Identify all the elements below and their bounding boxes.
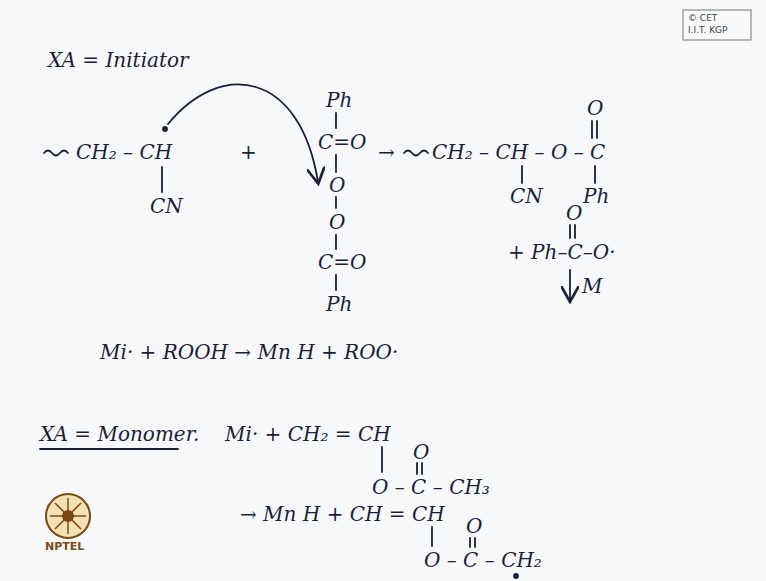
formula-text: Mi· + CH₂ = CH	[225, 422, 391, 446]
formula-text: O – C – CH₂	[424, 548, 542, 572]
formula-text: CH₂ – CH	[76, 140, 172, 164]
carbonyl-oxygen: O	[566, 201, 582, 225]
logo-text: NPTEL	[45, 540, 84, 553]
plus-sign: +	[240, 140, 257, 164]
peroxide-oxygen: O	[329, 173, 345, 197]
heading-note: XA = Monomer.	[40, 422, 199, 446]
logo-emblem	[46, 494, 90, 538]
reaction-equation: Mi· + ROOH → Mn H + ROO·	[100, 340, 398, 364]
heading-note: XA = Initiator	[48, 48, 189, 72]
substituent: Ph	[326, 88, 352, 112]
substituent: CN	[150, 194, 183, 218]
carbonyl: C=O	[318, 130, 366, 154]
watermark: I.I.T. KGP	[688, 25, 728, 36]
formula-text: → Mn H + CH = CH	[240, 502, 445, 526]
carbonyl-oxygen: O	[466, 514, 482, 538]
substituent: CN	[510, 184, 543, 208]
substituent: Ph	[326, 292, 352, 316]
peroxide-oxygen: O	[329, 210, 345, 234]
carbonyl: C=O	[318, 250, 366, 274]
watermark: © CET	[688, 13, 717, 24]
monomer-symbol: M	[582, 274, 602, 298]
formula-text: O – C – CH₃	[372, 475, 490, 499]
substituent: Ph	[583, 184, 609, 208]
formula-text: CH₂ – CH – O – C	[432, 140, 605, 164]
carbonyl-oxygen: O	[413, 440, 429, 464]
carbonyl-oxygen: O	[587, 96, 603, 120]
reaction-arrow: →	[378, 140, 395, 164]
formula-text: + Ph–C–O·	[508, 240, 616, 264]
